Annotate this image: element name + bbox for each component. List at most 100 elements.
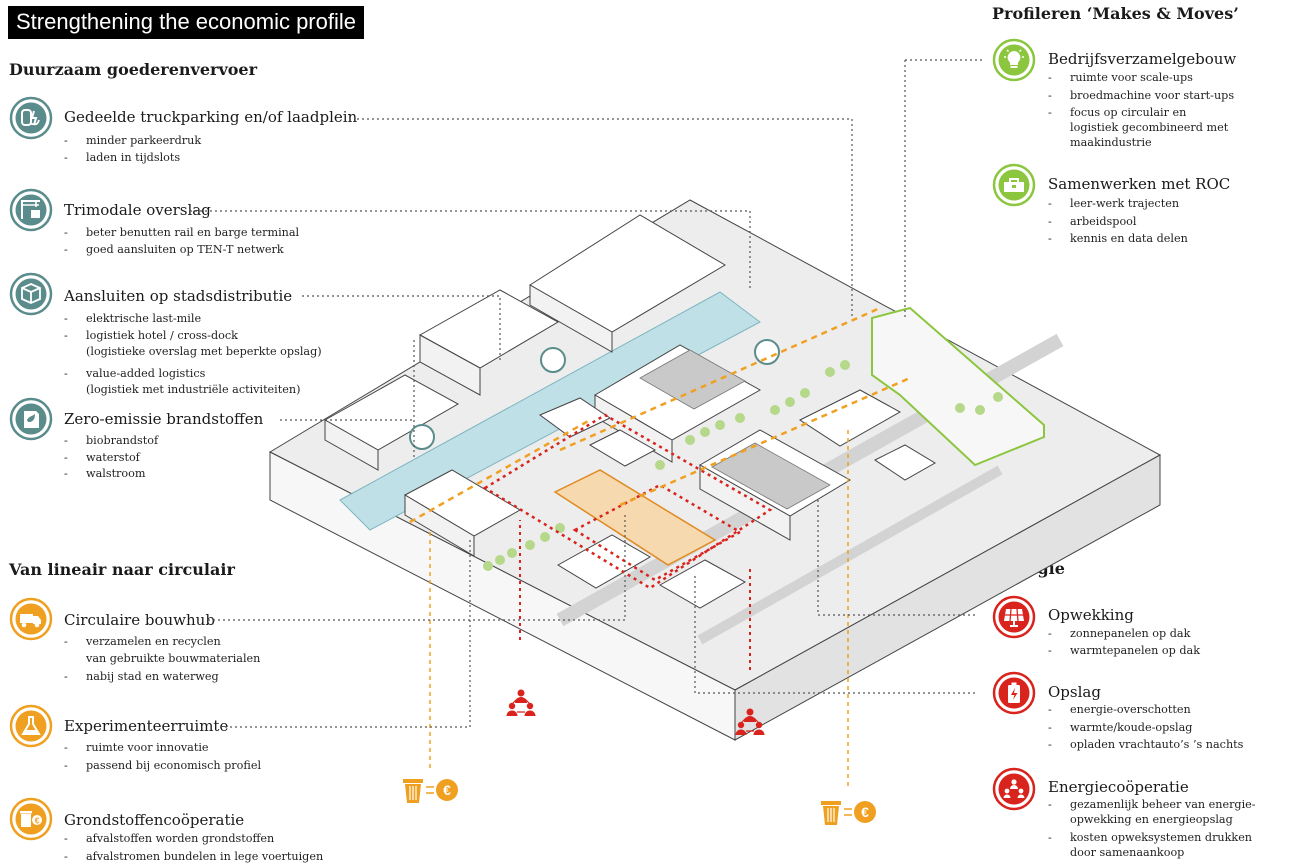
building bbox=[658, 559, 747, 609]
building bbox=[529, 284, 613, 353]
section-heading-lineair-circulair: Van lineair naar circulair bbox=[9, 560, 235, 579]
tree bbox=[770, 405, 780, 415]
bullet-line: value-added logistics bbox=[86, 366, 206, 380]
bin-euro-icon: € bbox=[821, 801, 876, 825]
bullet-line: logistiek hotel / cross-dock bbox=[86, 328, 238, 342]
bullets-stadsdistributie: elektrische last-mile logistiek hotel / … bbox=[64, 311, 322, 399]
bullet-line: (logistieke overslag met beperkte opslag… bbox=[86, 345, 322, 358]
bullets-energiecooperatie: gezamenlijk beheer van energie-opwekking… bbox=[1048, 797, 1256, 860]
bullet: warmte/koude-opslag bbox=[1048, 720, 1243, 737]
item-title-stadsdistributie: Aansluiten op stadsdistributie bbox=[64, 287, 293, 305]
experiment-zone bbox=[553, 469, 717, 566]
bullet: biobrandstof bbox=[64, 433, 158, 450]
page-title: Strengthening the economic profile bbox=[8, 6, 364, 39]
circular-flow-line bbox=[409, 306, 911, 524]
svg-text:€: € bbox=[35, 817, 40, 826]
tree bbox=[507, 548, 517, 558]
bullet: ruimte voor scale-ups bbox=[1048, 70, 1234, 87]
tree bbox=[840, 360, 850, 370]
fuel-can-icon bbox=[9, 397, 53, 441]
tree bbox=[825, 367, 835, 377]
bullet: waterstof bbox=[64, 450, 158, 467]
building bbox=[874, 444, 936, 481]
tree bbox=[685, 435, 695, 445]
bullet: zonnepanelen op dak bbox=[1048, 626, 1200, 643]
bullet: verzamelen en recyclen van gebruikte bouw… bbox=[64, 634, 260, 667]
tree bbox=[785, 397, 795, 407]
tree bbox=[735, 413, 745, 423]
bullet: kennis en data delen bbox=[1048, 231, 1188, 248]
hydrogen-pin-icon bbox=[754, 339, 780, 365]
bullets-grondstoffen: afvalstoffen worden grondstoffen afvalst… bbox=[64, 831, 323, 865]
toolbox-icon bbox=[992, 163, 1036, 207]
bullet: minder parkeerdruk bbox=[64, 133, 201, 150]
people-network-icon bbox=[735, 708, 765, 735]
bullet: logistiek hotel / cross-dock (logistieke … bbox=[64, 328, 322, 361]
item-title-opwekking: Opwekking bbox=[1048, 606, 1134, 624]
building bbox=[404, 494, 475, 557]
tree bbox=[993, 392, 1003, 402]
bullet: afvalstoffen worden grondstoffen bbox=[64, 831, 323, 848]
bullet: laden in tijdslots bbox=[64, 150, 201, 167]
bullet-line: (logistiek met industriële activiteiten) bbox=[86, 383, 301, 396]
bullet: passend bij economisch profiel bbox=[64, 758, 261, 775]
bullets-opslag: energie-overschotten warmte/koude-opslag… bbox=[1048, 702, 1243, 754]
building bbox=[324, 419, 379, 471]
bin-euro-icon: € bbox=[9, 797, 53, 841]
svg-text:€: € bbox=[443, 782, 451, 798]
bullets-opwekking: zonnepanelen op dak warmtepanelen op dak bbox=[1048, 626, 1200, 659]
bullet: value-added logistics (logistiek met indu… bbox=[64, 366, 322, 399]
bullets-bouwhub: verzamelen en recyclen van gebruikte bouw… bbox=[64, 634, 260, 686]
bullet: warmtepanelen op dak bbox=[1048, 643, 1200, 660]
bullet-line: verzamelen en recyclen bbox=[86, 635, 221, 648]
building bbox=[538, 397, 612, 438]
trees bbox=[483, 360, 1003, 571]
tree bbox=[700, 427, 710, 437]
item-title-bouwhub: Circulaire bouwhub bbox=[64, 611, 215, 629]
item-title-opslag: Opslag bbox=[1048, 683, 1101, 701]
bullet: afvalstromen bundelen in lege voertuigen bbox=[64, 849, 323, 866]
bullet: beter benutten rail en barge terminal bbox=[64, 225, 299, 242]
section-heading-duurzaam-goederenvervoer: Duurzaam goederenvervoer bbox=[9, 60, 258, 79]
item-title-truckparking: Gedeelde truckparking en/of laadplein bbox=[64, 108, 358, 126]
tree bbox=[715, 420, 725, 430]
bullet-line: opwekking en energieopslag bbox=[1070, 813, 1233, 826]
lightbulb-icon bbox=[992, 38, 1036, 82]
bullet: walstroom bbox=[64, 466, 158, 483]
bullets-zero-emissie: biobrandstof waterstof walstroom bbox=[64, 433, 158, 483]
tree bbox=[975, 405, 985, 415]
bullet-line: kosten opweksystemen drukken bbox=[1070, 831, 1253, 844]
bullet: elektrische last-mile bbox=[64, 311, 322, 328]
building bbox=[588, 429, 657, 467]
bullet: gezamenlijk beheer van energie-opwekking… bbox=[1048, 797, 1256, 827]
solar-panel-icon bbox=[992, 595, 1036, 639]
people-network-icon bbox=[992, 767, 1036, 811]
bullet-line: door samenaankoop bbox=[1070, 846, 1185, 859]
flask-icon bbox=[9, 704, 53, 748]
bullet: broedmachine voor start-ups bbox=[1048, 88, 1234, 105]
building bbox=[798, 389, 902, 447]
bullet: ruimte voor innovatie bbox=[64, 740, 261, 757]
box-icon bbox=[9, 272, 53, 316]
battery-icon bbox=[992, 671, 1036, 715]
bullet: goed aansluiten op TEN-T netwerk bbox=[64, 242, 299, 259]
tree bbox=[800, 388, 810, 398]
energy-zone-connector bbox=[519, 520, 751, 670]
bullet: arbeidspool bbox=[1048, 214, 1188, 231]
bullet-line: van gebruikte bouwmaterialen bbox=[86, 651, 261, 665]
bullets-truckparking: minder parkeerdruk laden in tijdslots bbox=[64, 133, 201, 166]
tree bbox=[495, 555, 505, 565]
bullets-bedrijfsverzamelgebouw: ruimte voor scale-ups broedmachine voor … bbox=[1048, 70, 1234, 150]
item-title-bedrijfsverzamelgebouw: Bedrijfsverzamelgebouw bbox=[1048, 50, 1237, 68]
tree bbox=[955, 403, 965, 413]
makes-moves-building bbox=[871, 306, 1045, 467]
bullet: energie-overschotten bbox=[1048, 702, 1243, 719]
charging-pin-icon bbox=[540, 347, 566, 373]
tree bbox=[540, 532, 550, 542]
bullets-samenwerken-roc: leer-werk trajecten arbeidspool kennis e… bbox=[1048, 196, 1188, 248]
item-title-experimenteerruimte: Experimenteerruimte bbox=[64, 717, 229, 735]
shore-power-pin-icon bbox=[409, 424, 435, 450]
tree bbox=[525, 540, 535, 550]
